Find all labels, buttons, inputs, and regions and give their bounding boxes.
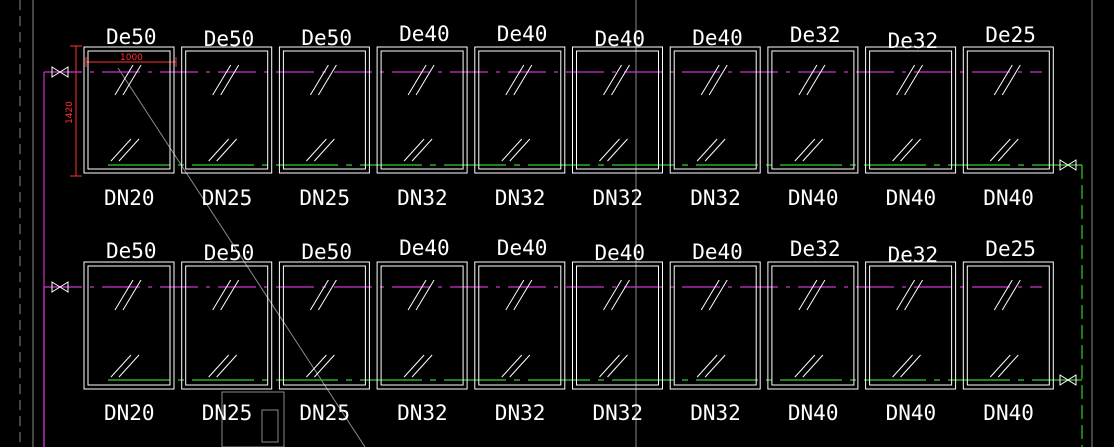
panel-block[interactable] xyxy=(376,261,468,390)
construction-lines xyxy=(19,0,1093,447)
pipe-size-bottom-label: DN32 xyxy=(690,401,741,425)
panel-block[interactable] xyxy=(572,46,663,174)
glass-hatch-icon xyxy=(208,279,240,378)
glass-hatch-icon xyxy=(501,64,533,162)
pipe-size-top-label: De40 xyxy=(595,27,646,51)
pipe-size-bottom-label: DN32 xyxy=(593,186,644,210)
panel-block[interactable] xyxy=(474,261,566,390)
dimension-annotation xyxy=(70,45,177,177)
pipe-size-bottom-label: DN25 xyxy=(202,186,253,210)
glass-hatch-icon xyxy=(892,279,924,378)
pipe-size-top-label: De25 xyxy=(985,237,1036,261)
valve-icon[interactable] xyxy=(51,281,69,293)
pipe-size-bottom-label: DN40 xyxy=(788,186,839,210)
glass-hatch-icon xyxy=(403,279,435,378)
panel-block[interactable] xyxy=(83,261,175,390)
pipe-size-bottom-label: DN32 xyxy=(593,401,644,425)
pipe-size-bottom-label: DN40 xyxy=(886,186,937,210)
panel-row-1: De50DN20De50DN25De50DN25De40DN32De40DN32… xyxy=(43,22,1082,447)
pipe-size-top-label: De50 xyxy=(106,25,157,49)
panel-block[interactable] xyxy=(767,261,859,390)
pipe-size-top-label: De40 xyxy=(692,240,743,264)
glass-hatch-icon xyxy=(892,64,924,162)
pipe-size-bottom-label: DN32 xyxy=(690,186,741,210)
pipe-size-top-label: De32 xyxy=(888,29,939,53)
panel-block[interactable] xyxy=(865,261,957,390)
pipe-size-bottom-label: DN25 xyxy=(299,186,350,210)
pipe-size-top-label: De50 xyxy=(106,239,157,263)
pipe-size-top-label: De50 xyxy=(204,27,255,51)
panel-block[interactable] xyxy=(962,261,1054,390)
panel-block[interactable] xyxy=(181,46,273,174)
glass-hatch-icon xyxy=(110,64,142,162)
panel-block[interactable] xyxy=(669,46,761,174)
glass-hatch-icon xyxy=(989,64,1021,162)
panel-block[interactable] xyxy=(181,261,273,390)
pipe-size-bottom-label: DN25 xyxy=(299,401,350,425)
pipe-size-top-label: De40 xyxy=(399,236,450,260)
pipe-size-bottom-label: DN32 xyxy=(495,186,546,210)
glass-hatch-icon xyxy=(696,64,728,162)
pipe-size-bottom-label: DN40 xyxy=(886,401,937,425)
pipe-size-top-label: De40 xyxy=(595,241,646,265)
pipe-size-top-label: De50 xyxy=(301,240,352,264)
glass-hatch-icon xyxy=(599,279,630,378)
glass-hatch-icon xyxy=(696,279,728,378)
pipe-size-top-label: De32 xyxy=(790,237,841,261)
pipe-size-bottom-label: DN40 xyxy=(983,186,1034,210)
panel-block[interactable] xyxy=(474,46,566,174)
panel-block[interactable] xyxy=(278,46,370,174)
pipe-size-bottom-label: DN32 xyxy=(495,401,546,425)
panel-block[interactable] xyxy=(669,261,761,390)
panel-block[interactable] xyxy=(767,46,859,174)
glass-hatch-icon xyxy=(208,64,240,162)
glass-hatch-icon xyxy=(599,64,630,162)
panel-block[interactable] xyxy=(962,46,1054,174)
pipe-size-top-label: De32 xyxy=(888,243,939,267)
glass-hatch-icon xyxy=(501,279,533,378)
pipe-size-bottom-label: DN20 xyxy=(104,186,155,210)
pipe-size-top-label: De40 xyxy=(692,26,743,50)
pipe-size-bottom-label: DN20 xyxy=(104,401,155,425)
glass-hatch-icon xyxy=(989,279,1021,378)
pipe-size-top-label: De40 xyxy=(497,236,548,260)
panel-block[interactable] xyxy=(376,46,468,174)
pipe-size-bottom-label: DN25 xyxy=(202,401,253,425)
pipe-size-top-label: De40 xyxy=(399,22,450,46)
panel-block[interactable] xyxy=(865,46,957,174)
pipe-size-bottom-label: DN32 xyxy=(397,186,448,210)
glass-hatch-icon xyxy=(794,279,826,378)
panel-block[interactable] xyxy=(572,261,663,390)
pipe-size-bottom-label: DN40 xyxy=(983,401,1034,425)
valve-icon[interactable] xyxy=(1059,374,1077,386)
panel-block[interactable] xyxy=(83,46,175,174)
pipe-size-top-label: De50 xyxy=(204,241,255,265)
glass-hatch-icon xyxy=(403,64,435,162)
valve-icon[interactable] xyxy=(1059,159,1077,171)
dimension-height-label: 1420 xyxy=(65,101,75,124)
pipe-size-top-label: De25 xyxy=(985,23,1036,47)
glass-hatch-icon xyxy=(306,64,337,162)
glass-hatch-icon xyxy=(306,279,337,378)
panel-rows: De50DN20De50DN25De50DN25De40DN32De40DN32… xyxy=(43,22,1083,447)
glass-hatch-icon xyxy=(110,279,142,378)
pipe-size-bottom-label: DN32 xyxy=(397,401,448,425)
dimension-width-label: 1000 xyxy=(120,53,143,63)
pipe-size-top-label: De40 xyxy=(497,22,548,46)
pipe-size-top-label: De50 xyxy=(301,26,352,50)
valve-icon[interactable] xyxy=(51,66,69,78)
pipe-size-top-label: De32 xyxy=(790,23,841,47)
pipe-size-bottom-label: DN40 xyxy=(788,401,839,425)
panel-block[interactable] xyxy=(278,261,370,390)
glass-hatch-icon xyxy=(794,64,826,162)
